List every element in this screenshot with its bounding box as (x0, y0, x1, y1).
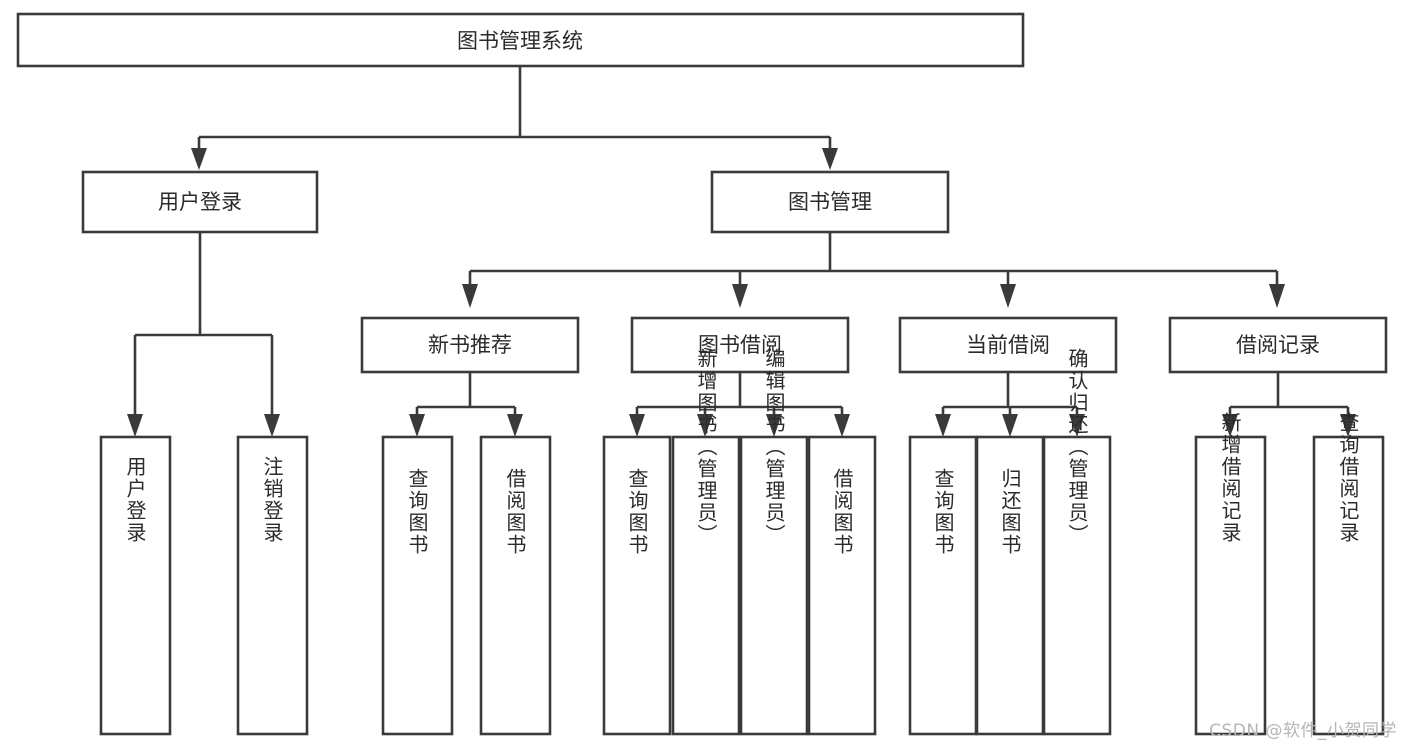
root-box[interactable] (16, 12, 1025, 68)
borrow-record-box[interactable] (1168, 316, 1388, 374)
arrow-edit-book (766, 414, 782, 437)
leaf-add-record-box[interactable] (1194, 435, 1267, 736)
root-label: 图书管理系统 (457, 29, 583, 53)
leaf-confirm-return-box[interactable] (1042, 435, 1112, 736)
arrow-add-record (1222, 414, 1238, 437)
node-user-login[interactable]: 用户登录 (81, 170, 319, 234)
arrow-confirm-return (1069, 414, 1085, 437)
node-current-borrow[interactable]: 当前借阅 (898, 316, 1118, 374)
leaf-borrow-book-2-label: 借阅图书 (830, 468, 854, 556)
node-new-book-rec[interactable]: 新书推荐 (360, 316, 580, 374)
leaf-query-book-1-label: 查询图书 (405, 468, 429, 556)
node-leaf-query-book-3[interactable]: 查询图书 (908, 435, 978, 736)
node-leaf-return-book[interactable]: 归还图书 (975, 435, 1045, 736)
leaf-query-record-label: 查询借阅记录 (1336, 412, 1360, 544)
leaf-borrow-book-2-box[interactable] (807, 435, 877, 736)
leaf-borrow-book-1-label: 借阅图书 (503, 468, 527, 556)
node-root[interactable]: 图书管理系统 (16, 12, 1025, 68)
node-leaf-borrow-book-2[interactable]: 借阅图书 (807, 435, 877, 736)
current-borrow-label: 当前借阅 (966, 333, 1050, 357)
arrow-borrow-record (1269, 284, 1285, 308)
arrow-query-book-2 (629, 414, 645, 437)
leaf-edit-book-label: 编辑图书（管理员） (762, 348, 786, 546)
leaf-query-book-3-box[interactable] (908, 435, 978, 736)
leaf-query-book-2-label: 查询图书 (625, 468, 649, 556)
node-leaf-add-book[interactable]: 新增图书（管理员） (671, 348, 741, 736)
node-leaf-query-book-2[interactable]: 查询图书 (602, 435, 672, 736)
leaf-return-book-box[interactable] (975, 435, 1045, 736)
current-borrow-box[interactable] (898, 316, 1118, 374)
arrow-borrow-book-1 (507, 414, 523, 437)
book-borrow-label: 图书借阅 (698, 333, 782, 357)
node-leaf-user-login[interactable]: 用户登录 (99, 435, 172, 736)
node-leaf-query-book-1[interactable]: 查询图书 (381, 435, 454, 736)
node-leaf-borrow-book-1[interactable]: 借阅图书 (479, 435, 552, 736)
leaf-return-book-label: 归还图书 (998, 468, 1022, 556)
leaf-logout-login-label: 注销登录 (260, 456, 284, 544)
arrow-query-book-3 (935, 414, 951, 437)
arrow-add-book (697, 414, 713, 437)
arrow-query-record (1340, 414, 1356, 437)
node-leaf-add-record[interactable]: 新增借阅记录 (1194, 412, 1267, 736)
arrow-new-book-rec (462, 284, 478, 308)
leaf-confirm-return-label: 确认归还（管理员） (1065, 348, 1089, 546)
node-borrow-record[interactable]: 借阅记录 (1168, 316, 1388, 374)
node-leaf-query-record[interactable]: 查询借阅记录 (1312, 412, 1385, 736)
leaf-logout-login-box[interactable] (236, 435, 309, 736)
arrow-borrow-book-2 (834, 414, 850, 437)
leaf-query-book-2-box[interactable] (602, 435, 672, 736)
arrow-user-login (191, 148, 207, 170)
leaf-query-book-3-label: 查询图书 (931, 468, 955, 556)
new-book-rec-box[interactable] (360, 316, 580, 374)
new-book-rec-label: 新书推荐 (428, 333, 512, 357)
arrow-leaf-logout (264, 414, 280, 437)
leaf-query-book-1-box[interactable] (381, 435, 454, 736)
arrow-query-book-1 (409, 414, 425, 437)
arrow-leaf-user-login (127, 414, 143, 437)
leaf-borrow-book-1-box[interactable] (479, 435, 552, 736)
node-leaf-logout-login[interactable]: 注销登录 (236, 435, 309, 736)
leaf-add-record-label: 新增借阅记录 (1218, 412, 1242, 544)
arrow-return-book (1002, 414, 1018, 437)
borrow-record-label: 借阅记录 (1236, 333, 1320, 357)
node-book-manage[interactable]: 图书管理 (710, 170, 950, 234)
arrow-book-manage (822, 148, 838, 170)
book-manage-label: 图书管理 (788, 190, 872, 214)
arrow-current-borrow (1000, 284, 1016, 308)
user-login-label: 用户登录 (158, 190, 242, 214)
leaf-add-book-box[interactable] (671, 435, 741, 736)
leaf-edit-book-box[interactable] (739, 435, 809, 736)
node-book-borrow[interactable]: 图书借阅 (630, 316, 850, 374)
node-leaf-edit-book[interactable]: 编辑图书（管理员） (739, 348, 809, 736)
node-leaf-confirm-return[interactable]: 确认归还（管理员） (1042, 348, 1112, 736)
book-manage-box[interactable] (710, 170, 950, 234)
leaf-user-login-label: 用户登录 (123, 456, 147, 544)
book-borrow-box[interactable] (630, 316, 850, 374)
leaf-add-book-label: 新增图书（管理员） (694, 348, 718, 546)
arrow-book-borrow (732, 284, 748, 308)
leaf-query-record-box[interactable] (1312, 435, 1385, 736)
leaf-user-login-box[interactable] (99, 435, 172, 736)
